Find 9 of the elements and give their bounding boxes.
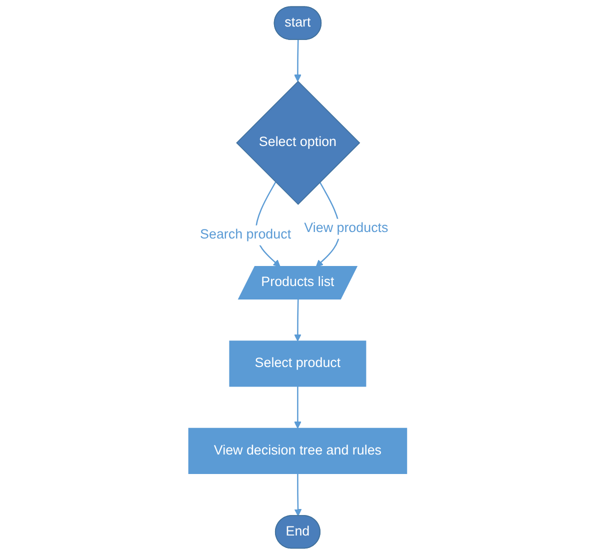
node-box: Select product	[229, 340, 366, 387]
edge-label: View products	[304, 221, 388, 236]
node-box: View decision tree and rules	[188, 428, 407, 474]
arrow	[294, 40, 302, 82]
node-diamond: Select option	[236, 80, 360, 205]
arrow	[294, 386, 302, 429]
arrow	[294, 474, 302, 516]
arrow	[294, 300, 302, 342]
edge-label: Search product	[200, 228, 291, 242]
